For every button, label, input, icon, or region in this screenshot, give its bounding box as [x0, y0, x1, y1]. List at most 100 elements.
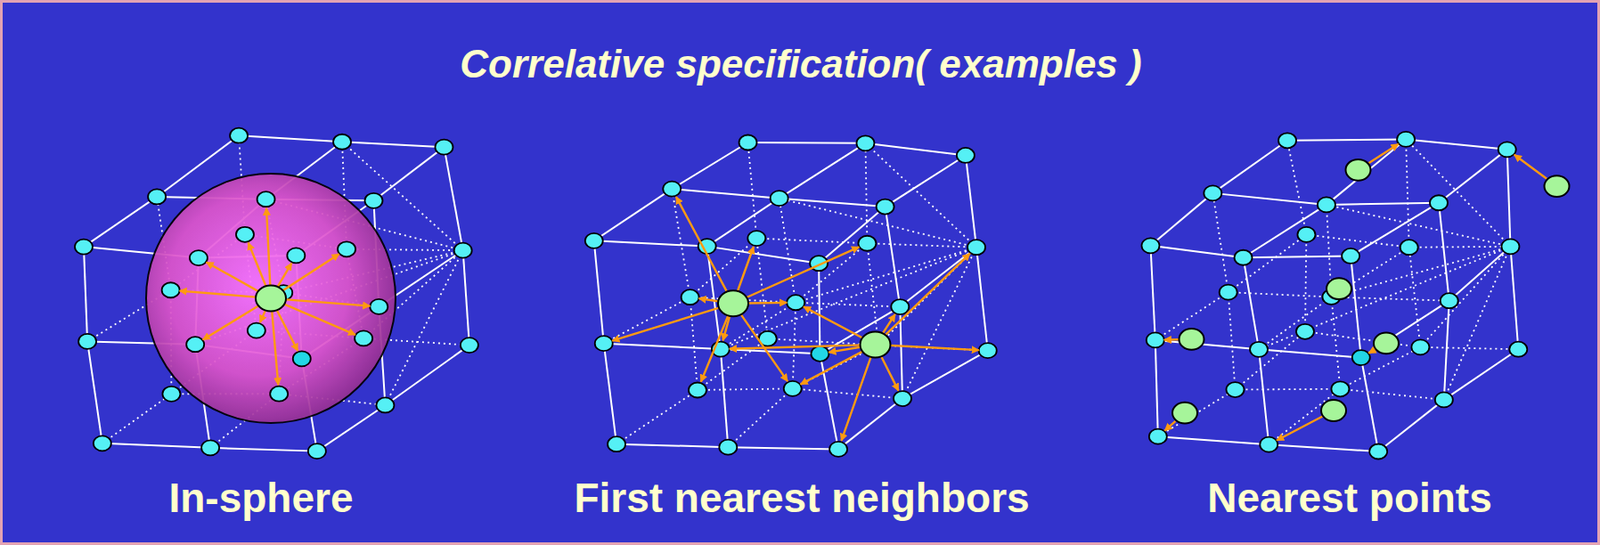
lattice-edge [342, 141, 444, 147]
lattice-edge [1212, 193, 1228, 293]
lattice-point [460, 337, 479, 353]
lattice-point [236, 227, 254, 243]
lattice-point [162, 282, 180, 298]
lattice-edge [1330, 297, 1340, 390]
lattice-edge [720, 349, 821, 354]
neighbor-arrow [281, 253, 340, 292]
neighbor-arrow [276, 309, 298, 351]
lattice-point [783, 381, 802, 397]
lattice-point [147, 188, 166, 205]
lattice-point [1141, 237, 1160, 254]
query-point [255, 285, 286, 312]
lattice-panel [585, 134, 997, 457]
lattice-point [162, 386, 180, 402]
lattice-edge [1350, 255, 1362, 358]
query-point [718, 290, 749, 317]
lattice-point [979, 342, 997, 359]
lattice-point [1498, 141, 1517, 157]
lattice-edge [594, 188, 672, 241]
lattice-edge [779, 198, 797, 303]
lattice-edge [1449, 246, 1511, 302]
lattice-edge [1258, 349, 1362, 358]
lattice-point [1509, 342, 1527, 358]
lattice-edge [1405, 138, 1511, 246]
neighbor-arrow [722, 315, 730, 341]
lattice-edge [210, 448, 318, 452]
lattice-point [1400, 239, 1419, 255]
lattice-edge [878, 247, 977, 346]
lattice-edge [818, 206, 885, 264]
lattice-point [93, 435, 112, 451]
lattice-point [770, 190, 789, 206]
lattice-point [74, 239, 93, 255]
lattice-point [337, 241, 356, 257]
neighbor-arrow [737, 246, 754, 293]
lattice-edge [1438, 149, 1508, 204]
lattice-edge [1326, 203, 1439, 205]
neighbor-arrow [840, 356, 871, 441]
lattice-point [1225, 382, 1244, 398]
lattice-edge [604, 343, 721, 350]
slide-title: Correlative specification( examples ) [459, 41, 1142, 88]
lattice-edge [976, 247, 988, 352]
lattice-point [1278, 132, 1297, 148]
lattice-edge [616, 444, 728, 448]
lattice-edge [1150, 193, 1213, 246]
lattice-edge [1234, 388, 1340, 392]
neighbor-arrow [828, 346, 863, 352]
neighbor-arrow [729, 344, 864, 349]
lattice-point [1429, 195, 1448, 211]
lattice-point [189, 250, 208, 266]
lattice-edge [727, 388, 792, 448]
lattice-edge [748, 142, 758, 239]
lattice-edge [792, 302, 796, 390]
neighbor-arrow [277, 263, 292, 288]
lattice-point [257, 191, 276, 207]
neighbor-arrow [260, 310, 266, 323]
lattice-edge [1361, 358, 1379, 452]
lattice-edge [1243, 257, 1259, 350]
neighbor-arrow [676, 196, 727, 293]
lattice-edge [1158, 436, 1269, 445]
lattice-point [1435, 391, 1454, 408]
query-point [1179, 328, 1205, 351]
query-point [1544, 175, 1570, 197]
lattice-edge [87, 341, 103, 443]
lattice-edge [690, 238, 758, 298]
lattice-point [662, 181, 681, 197]
lattice-point [856, 135, 874, 151]
lattice-edge [1507, 149, 1511, 247]
lattice-point [893, 391, 912, 407]
lattice-edge [373, 146, 444, 201]
lattice-edge [1444, 301, 1450, 400]
lattice-edge [102, 393, 172, 444]
lattice-edge [1258, 297, 1331, 351]
panel-label: First nearest neighbors [573, 474, 1029, 523]
lattice-edge [1361, 301, 1450, 359]
lattice-edge [1378, 400, 1445, 452]
lattice-edge [1306, 234, 1409, 247]
lattice-edge [1350, 203, 1439, 257]
lattice-edge [899, 247, 977, 308]
lattice-point [1234, 250, 1253, 266]
lattice-point [585, 233, 604, 249]
lattice-point [810, 346, 829, 362]
query-point [1172, 402, 1198, 425]
lattice-point [1369, 443, 1388, 459]
query-point [1321, 400, 1347, 422]
lattice-edge [1268, 444, 1379, 452]
lattice-edge [384, 345, 469, 406]
neighbor-arrow [1368, 349, 1375, 353]
lattice-edge [616, 390, 698, 445]
lattice-edge [885, 206, 901, 308]
lattice-edge [1234, 331, 1305, 390]
lattice-edge [707, 198, 780, 247]
lattice-point [1396, 131, 1415, 147]
panel-label: In-sphere [168, 474, 353, 523]
lattice-edge [1258, 349, 1269, 445]
lattice-edge [1405, 138, 1508, 149]
lattice-edge [756, 238, 867, 245]
lattice-edge [865, 143, 977, 248]
neighbor-arrow [884, 253, 971, 337]
lattice-edge [604, 343, 617, 445]
